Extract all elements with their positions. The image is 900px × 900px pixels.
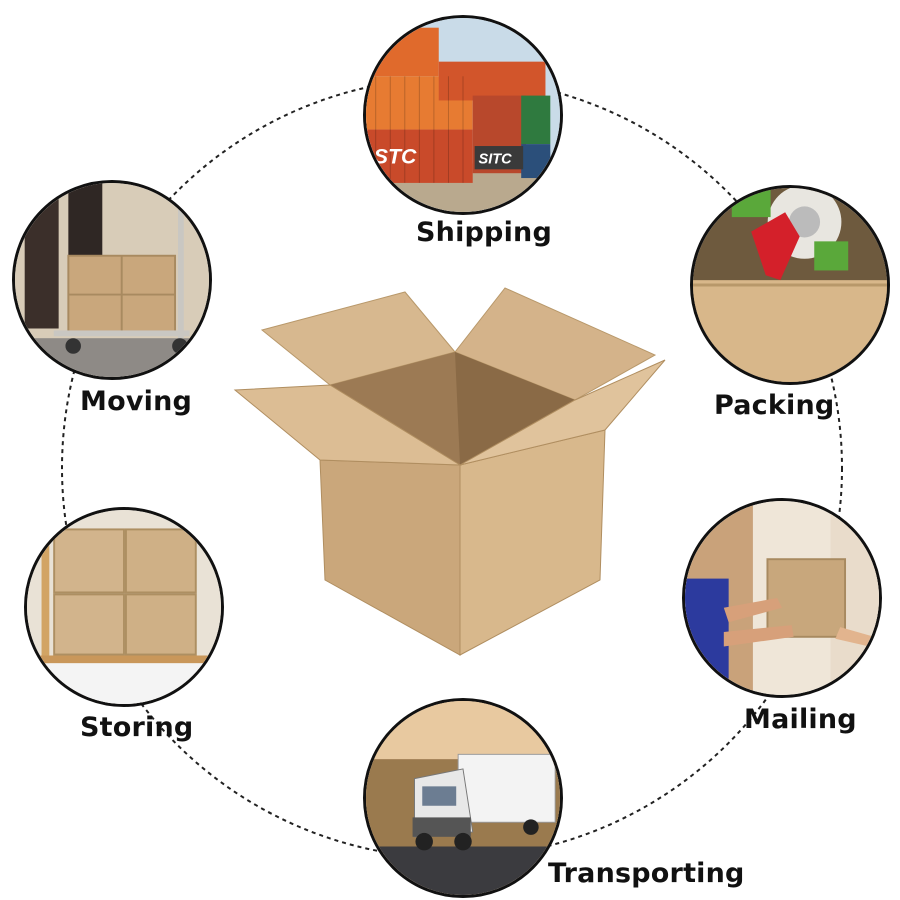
container-text-right: SITC <box>479 152 513 168</box>
open-cardboard-box-illustration <box>233 287 666 656</box>
transporting-photo <box>363 698 563 898</box>
storing-photo <box>24 507 224 707</box>
packing-photo <box>690 185 890 385</box>
hand-truck-icon <box>15 183 209 377</box>
container-text-left: STC <box>374 145 417 169</box>
shelved-boxes-icon <box>27 510 221 704</box>
moving-photo <box>12 180 212 380</box>
mailing-photo <box>682 498 882 698</box>
tape-dispenser-icon <box>693 188 887 382</box>
label-mailing: Mailing <box>744 704 857 735</box>
label-transporting: Transporting <box>548 858 745 889</box>
box-handover-icon <box>685 501 879 695</box>
semi-truck-icon <box>366 701 560 895</box>
label-storing: Storing <box>80 712 194 743</box>
shipping-photo: STC SITC <box>363 15 563 215</box>
label-shipping: Shipping <box>416 217 552 248</box>
label-moving: Moving <box>80 386 193 417</box>
label-packing: Packing <box>714 390 835 421</box>
shipping-containers-icon: STC SITC <box>366 18 560 212</box>
